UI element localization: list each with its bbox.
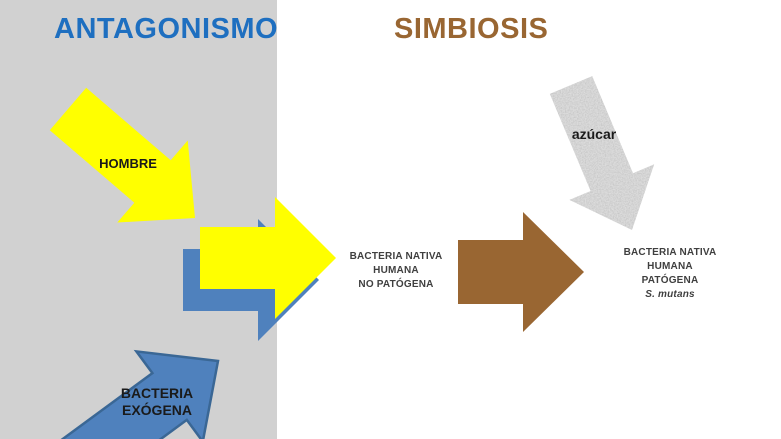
hombre-arrow: [49, 87, 195, 223]
node-right-species: S. mutans: [645, 289, 695, 300]
simbiosis-title: SIMBIOSIS: [394, 13, 549, 45]
azucar-arrow-label: azúcar: [571, 126, 617, 142]
node-right-line1: BACTERIA NATIVA: [623, 247, 717, 258]
antagonismo-title: ANTAGONISMO: [54, 13, 279, 45]
node-bacteria-nativa-no-patogena: BACTERIA NATIVA HUMANA NO PATÓGENA: [350, 250, 443, 292]
bacteria-exogena-line1: BACTERIA: [120, 385, 194, 401]
node-left-line3: NO PATÓGENA: [358, 279, 434, 290]
bacteria-exogena-line2: EXÓGENA: [121, 402, 192, 418]
node-left-line1: BACTERIA NATIVA: [349, 251, 443, 262]
brown-main-arrow: [458, 212, 584, 332]
node-left-line2: HUMANA: [373, 265, 419, 276]
node-bacteria-nativa-patogena: BACTERIA NATIVA HUMANA PATÓGENA S. mutan…: [624, 246, 717, 302]
bacteria-exogena-arrow: [60, 349, 220, 439]
yellow-main-arrow: [200, 197, 336, 319]
bacteria-exogena-arrow-label: BACTERIA EXÓGENA: [121, 385, 193, 419]
azucar-arrow: [549, 76, 655, 230]
hombre-arrow-label: HOMBRE: [99, 156, 157, 171]
node-right-line3: PATÓGENA: [641, 275, 699, 286]
node-right-line2: HUMANA: [647, 261, 693, 272]
